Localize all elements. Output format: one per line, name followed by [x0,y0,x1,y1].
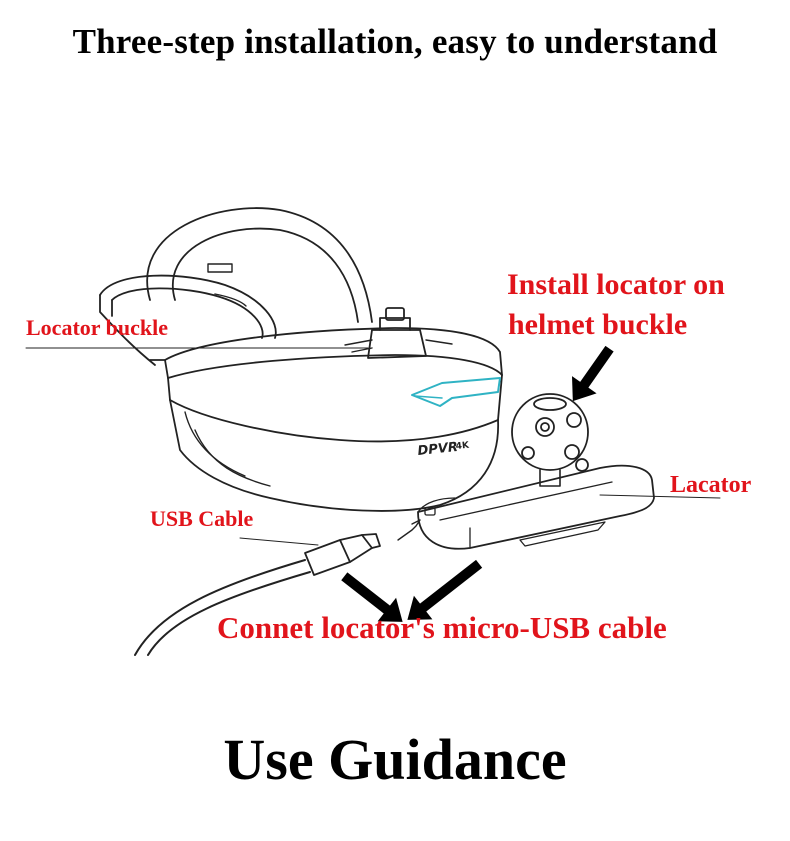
label-lacator: Lacator [670,472,752,498]
arrow-to-cable-icon [341,572,403,622]
headset-body [149,327,503,512]
headset-badge: 4K [455,441,470,452]
page-title: Three-step installation, easy to underst… [72,22,718,61]
arrow-icons [341,345,614,622]
label-usb-cable: USB Cable [150,506,254,531]
locator-base [417,464,655,550]
label-install-line1: Install locator on [507,268,725,301]
label-connect-cable: Connet locator's micro-USB cable [217,610,667,645]
footer-title: Use Guidance [223,727,567,792]
headset-brand: DPVR [417,440,459,459]
locator-sphere [511,393,589,487]
usb-cable [134,519,421,656]
arrow-to-buckle-icon [572,345,614,402]
arrow-to-locator-icon [407,559,483,620]
label-locator-buckle: Locator buckle [26,315,168,340]
head-strap [146,207,373,323]
locator-buckle [344,307,453,359]
leader-lines [25,347,721,546]
rear-band [99,274,277,366]
label-install-line2: helmet buckle [508,308,688,341]
front-sensor-window [411,377,501,407]
